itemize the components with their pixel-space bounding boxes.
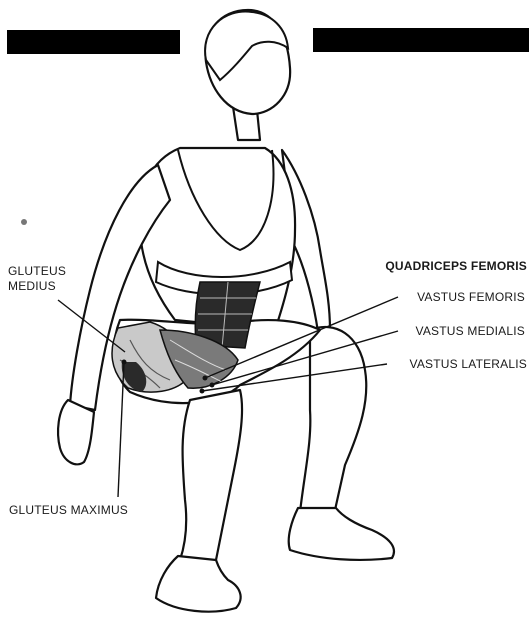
label-gluteus-maximus: GLUTEUS MAXIMUS: [9, 503, 128, 518]
label-vastus-lateralis: VASTUS LATERALIS: [410, 357, 527, 372]
leader-dot-vastus-medialis: [210, 383, 215, 388]
ink-speck: [21, 219, 27, 225]
label-gluteus-medius-line2: MEDIUS: [8, 279, 56, 294]
label-vastus-medialis: VASTUS MEDIALIS: [416, 324, 525, 339]
leader-dot-vastus-lateralis: [200, 389, 205, 394]
label-vastus-femoris: VASTUS FEMORIS: [417, 290, 525, 305]
right-title-bar: [313, 28, 529, 52]
label-quadriceps-femoris: QUADRICEPS FEMORIS: [385, 259, 527, 274]
label-gluteus-medius-line1: GLUTEUS: [8, 264, 66, 279]
leader-dot-vastus-femoris: [203, 376, 208, 381]
leader-dot-gluteus-maximus: [122, 360, 127, 365]
left-title-bar: [7, 30, 180, 54]
